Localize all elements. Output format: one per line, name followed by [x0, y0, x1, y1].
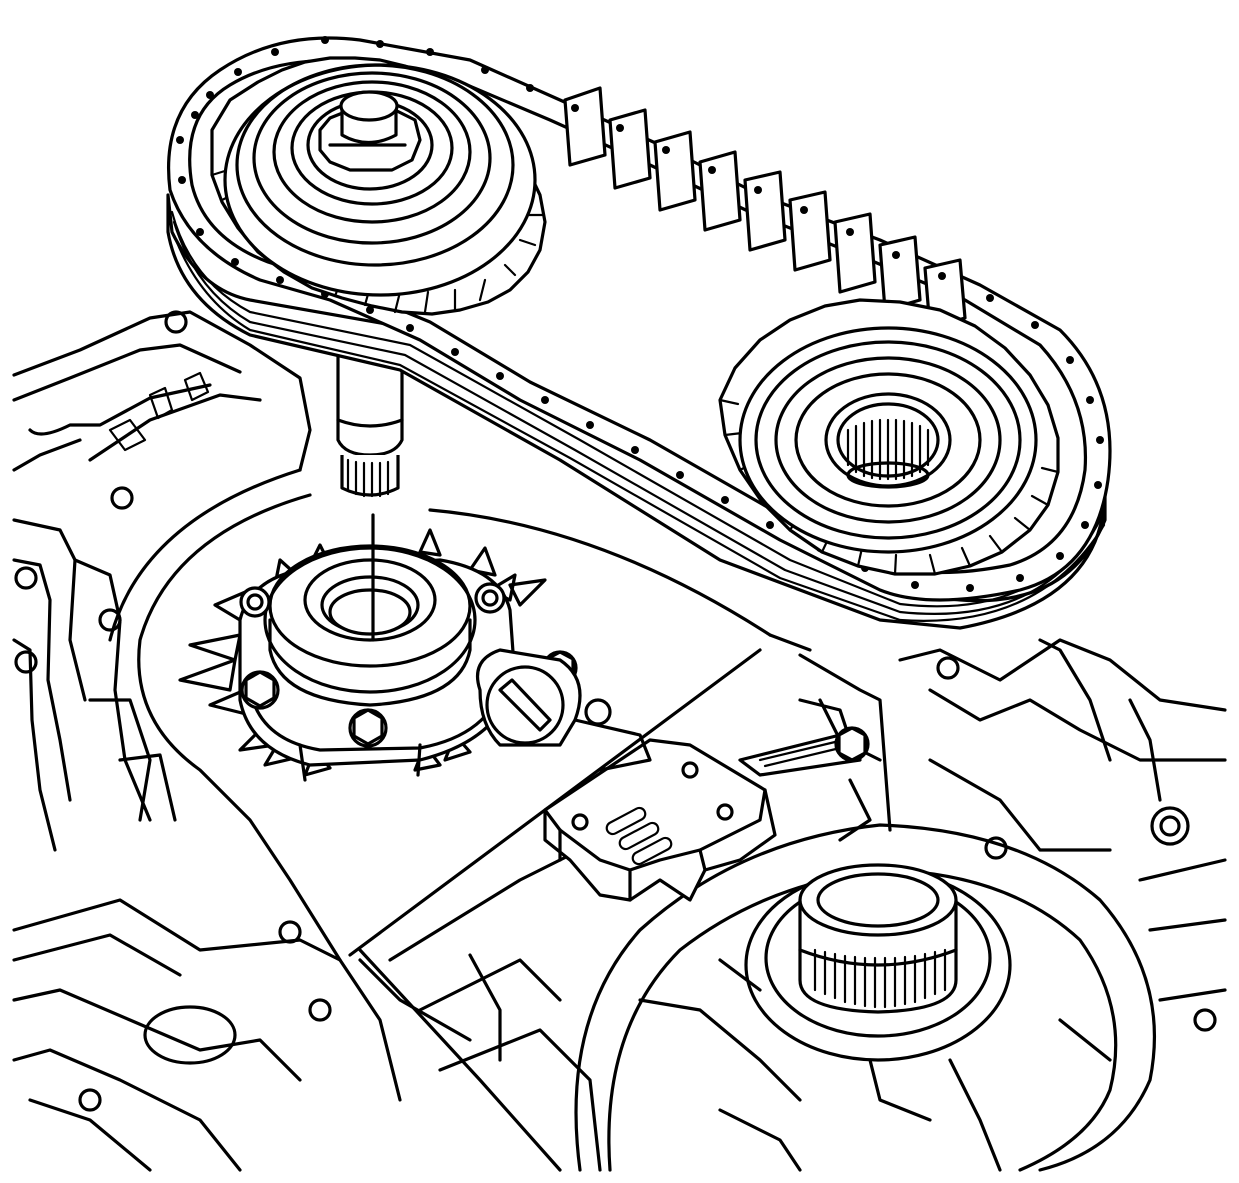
- oil-pump-assembly: [178, 528, 870, 782]
- shift-fork-bracket: [543, 698, 872, 902]
- output-shaft-bearing: [574, 823, 1156, 1172]
- drive-sprocket: [210, 56, 547, 316]
- sprocket-shaft: [336, 348, 404, 642]
- driven-sprocket: [718, 298, 1060, 576]
- chain-rivet-icon: [176, 36, 1104, 592]
- transfer-case-housing: [12, 310, 1227, 1172]
